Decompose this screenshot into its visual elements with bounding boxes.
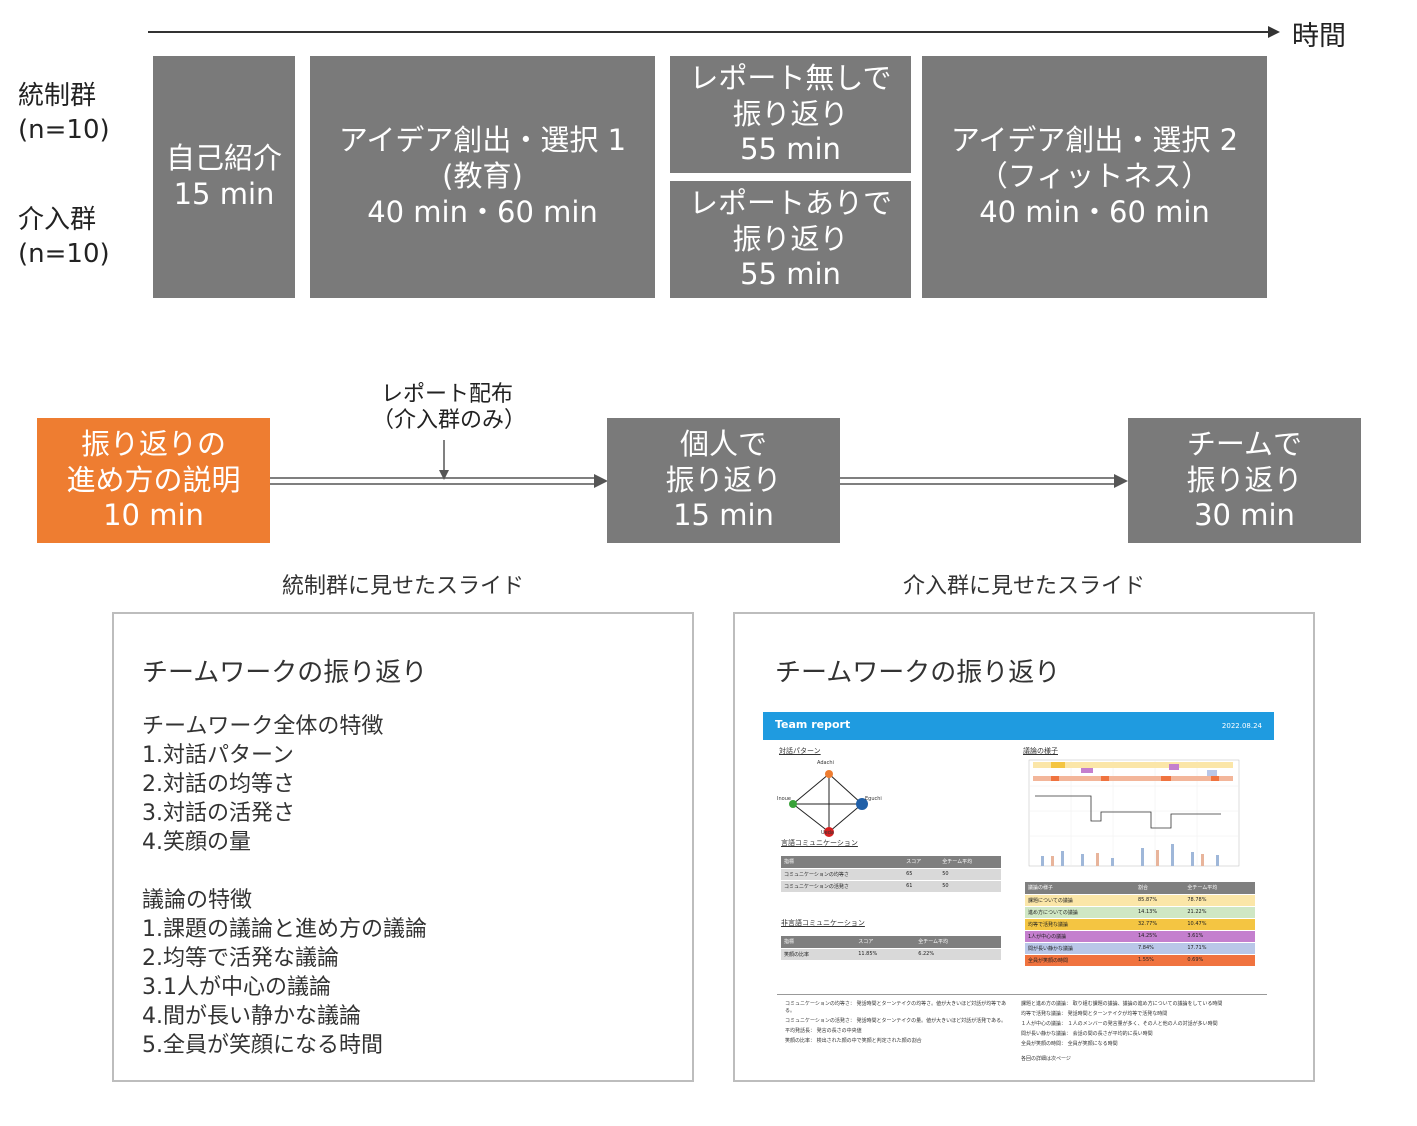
verbal-label: 言語コミュニケーション (781, 839, 858, 847)
control-slide: チームワークの振り返り チームワーク全体の特徴 1.対話パターン 2.対話の均等… (112, 612, 694, 1082)
member-adachi: Adachi (817, 760, 834, 766)
timeline-axis (148, 26, 1280, 38)
report-distribution-note: レポート配布 （介入群のみ） (372, 382, 527, 434)
node-ueda (824, 827, 834, 837)
intervention-slide: チームワークの振り返り Team report 2022.08.24 対話パター… (733, 612, 1315, 1082)
node-inoue (789, 800, 797, 808)
phase-idea-1: アイデア創出・選択 1 (教育) 40 min・60 min (310, 56, 655, 298)
flow-team: チームで 振り返り 30 min (1128, 418, 1361, 543)
flow-individual: 個人で 振り返り 15 min (607, 418, 840, 543)
intervention-slide-title: チームワークの振り返り (775, 658, 1061, 688)
notes-left: コミュニケーションの均等さ： 発話時間とターンテイクの均等さ。値が大きいほど対話… (785, 1001, 1007, 1044)
dialog-network (789, 770, 868, 837)
node-adachi (825, 770, 833, 778)
member-inoue: Inoue (777, 796, 791, 802)
phase-reflect-with-report: レポートありで 振り返り 55 min (670, 181, 911, 298)
member-ueda: Ueda (821, 830, 834, 836)
notes-right: 課題と進め方の議論： 取り組む課題の議論、議論の進め方についての議論をしている時… (1021, 1000, 1261, 1062)
caption-intervention-slide: 介入群に見せたスライド (902, 574, 1145, 599)
node-eguchi (856, 798, 868, 810)
intervention-group-label: 介入群 (n=10) (18, 205, 110, 269)
discussion-label: 議論の様子 (1023, 747, 1058, 755)
control-slide-list: チームワーク全体の特徴 1.対話パターン 2.対話の均等さ 3.対話の活発さ 4… (142, 714, 427, 1058)
phase-intro: 自己紹介 15 min (153, 56, 295, 298)
report-header: Team report 2022.08.24 (763, 712, 1274, 740)
report-footer-note: 各回の詳細は次ページ (1021, 1056, 1071, 1062)
report-date: 2022.08.24 (1221, 722, 1262, 730)
team-report: Team report 2022.08.24 対話パターン Adachi Ino… (763, 712, 1274, 1072)
phase-reflect-no-report: レポート無しで 振り返り 55 min (670, 56, 911, 173)
verbal-table: 指標 スコア 全チーム平均 コミュニケーションの均等さ 65 50 コミュニケー… (781, 856, 1001, 892)
notes-divider (777, 994, 1267, 995)
nonverbal-label: 非言語コミュニケーション (781, 919, 865, 927)
caption-control-slide: 統制群に見せたスライド (281, 574, 524, 599)
control-group-label: 統制群 (n=10) (18, 81, 110, 145)
discussion-timeline-chart (1028, 759, 1240, 867)
phase-idea-2: アイデア創出・選択 2 （フィットネス） 40 min・60 min (922, 56, 1267, 298)
flow-arrows (270, 440, 1128, 488)
member-eguchi: Eguchi (865, 796, 882, 802)
flow-explain: 振り返りの 進め方の説明 10 min (37, 418, 270, 543)
dialog-pattern-label: 対話パターン (779, 747, 821, 755)
control-slide-title: チームワークの振り返り (142, 658, 428, 688)
time-axis-label: 時間 (1292, 21, 1346, 52)
nonverbal-table: 指標 スコア 全チーム平均 笑顔の比率 11.85% 6.22% (781, 936, 1001, 960)
report-title: Team report (775, 718, 851, 731)
